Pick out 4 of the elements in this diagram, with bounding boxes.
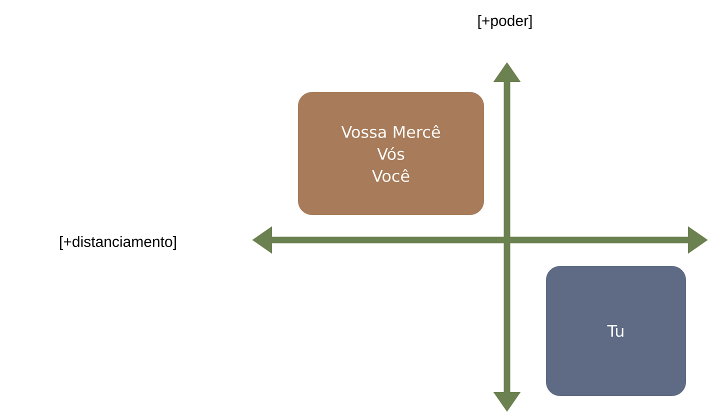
text-box: Vossa Mercê Vós Você [298,92,484,215]
axis-label: [+poder] [478,15,532,29]
text-box: Tu [546,266,686,396]
axis-label: [+distanciamento] [60,236,176,250]
